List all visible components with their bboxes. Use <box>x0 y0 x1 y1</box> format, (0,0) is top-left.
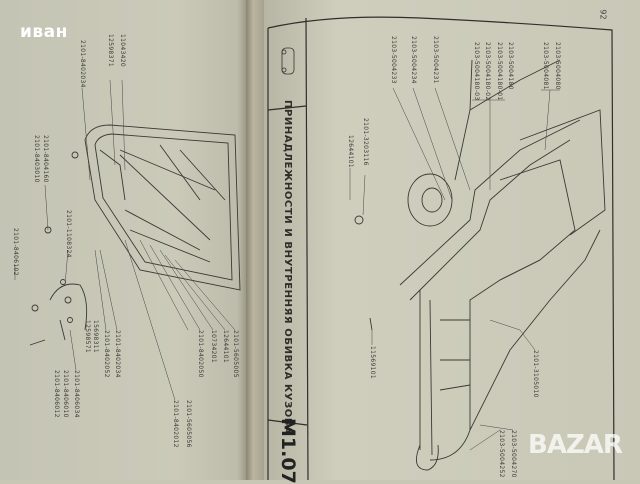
part-label: 2103-5004180-01 <box>496 42 503 101</box>
right-page <box>262 0 640 480</box>
part-label: 12598571 <box>84 320 91 353</box>
part-label: 2101-5605005 <box>232 330 239 378</box>
part-label: 12644101 <box>222 330 229 363</box>
part-label: 2103-5004233 <box>390 36 397 84</box>
part-label: 2103-5004231 <box>432 36 439 84</box>
page-number: 92 <box>598 9 608 20</box>
part-label: 15698311 <box>92 320 99 353</box>
part-label: 2103-5004080 <box>554 42 561 90</box>
part-label: 2103-5004081 <box>542 42 549 90</box>
part-label: 2101-8404160 <box>42 135 49 183</box>
part-label: 10734201 <box>210 330 217 363</box>
part-label: 2103-5004270 <box>510 430 517 478</box>
car-body-drawing <box>354 59 606 471</box>
part-label: 2101-8406010 <box>62 370 69 418</box>
part-label: 12644101 <box>347 135 354 168</box>
hood-drawing <box>29 124 241 346</box>
right-page-frame <box>267 16 615 480</box>
part-label: 2101-8402034 <box>114 330 121 378</box>
car-icon <box>281 47 295 75</box>
part-label: 2101-8402050 <box>197 330 204 378</box>
part-label: 2103-5004180-03 <box>473 42 480 101</box>
part-label: 2101-3105010 <box>532 350 539 398</box>
right-leader-lines <box>349 87 560 451</box>
part-label: 2101-8402034 <box>79 40 86 88</box>
part-label: 2101-8406034 <box>73 370 80 418</box>
part-label: 11043420 <box>119 34 126 67</box>
part-label: 2101-3203116 <box>362 118 369 166</box>
part-label: 2103-5004180-02 <box>484 42 491 101</box>
part-label: 2103-5004252 <box>498 430 505 478</box>
watermark-logo: BAZAR <box>528 430 623 460</box>
watermark-username: иван <box>20 22 68 42</box>
part-label: 11569101 <box>369 346 376 379</box>
part-label: 2101-1108324 <box>65 210 72 258</box>
part-label: 2101-8406102 <box>12 228 19 276</box>
part-label: 2101-8406012 <box>53 370 60 418</box>
part-label: 2103-5004180 <box>507 42 514 90</box>
part-label: 2101-8402052 <box>103 330 110 378</box>
section-title: ПРИНАДЛЕЖНОСТИ И ВНУТРЕННЯЯ ОБИВКА КУЗОВ… <box>282 100 293 435</box>
part-label: 2103-5004234 <box>410 36 417 84</box>
part-label: 2101-8402012 <box>172 400 179 448</box>
part-label: 12598371 <box>107 34 114 67</box>
section-code: M1.07 <box>277 418 299 484</box>
left-leader-lines <box>14 79 236 401</box>
book-gutter <box>246 0 264 480</box>
part-label: 2101-8403010 <box>33 135 40 183</box>
part-label: 2101-5605056 <box>185 400 192 448</box>
